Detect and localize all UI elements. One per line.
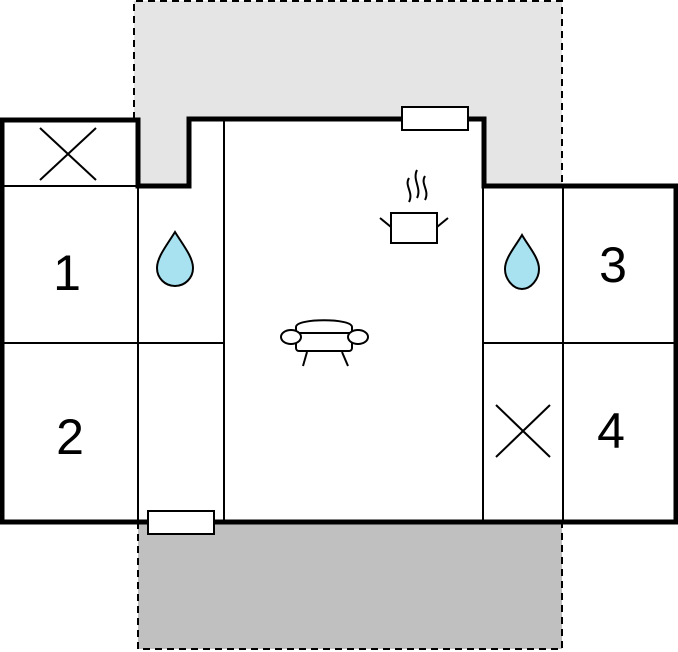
sofa-icon [280,319,369,367]
interior-walls [2,120,676,522]
upper-terrace [134,1,562,186]
window-icon [401,106,469,131]
water-drop-icon [155,230,195,288]
cooking-pot-icon [379,169,449,244]
lower-terrace-border [137,522,563,650]
cross-icon [39,127,97,181]
upper-terrace-border [133,0,563,186]
room-number-4: 4 [597,403,625,459]
lower-terrace [138,522,562,649]
window-icon [147,510,215,535]
exterior-walls [0,116,678,525]
room-number-1: 1 [53,245,81,301]
cross-icon [495,404,551,458]
water-drop-icon [503,233,541,291]
room-number-2: 2 [56,409,84,465]
room-number-3: 3 [599,237,627,293]
